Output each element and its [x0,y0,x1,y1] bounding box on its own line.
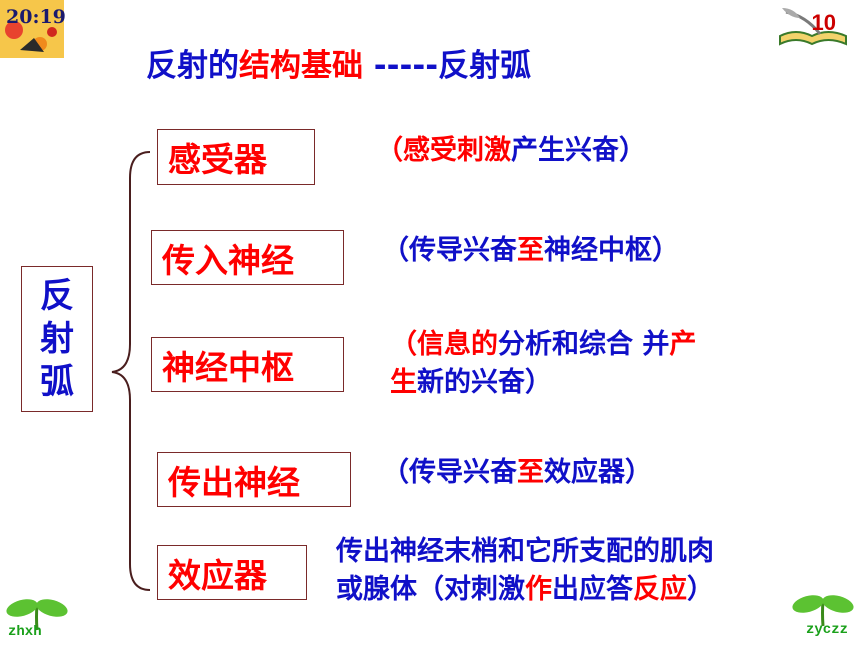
receptor-description: （感受刺激产生兴奋） [376,135,646,166]
effector-description: 传出神经末梢和它所支配的肌肉 或腺体（对刺激作出应答反应） [336,536,714,605]
page-number: 10 [811,10,836,35]
reflex-arc-label: 反 射 弧 [21,266,93,412]
curly-brace [111,151,151,591]
time-display: 20:19 [6,6,66,28]
right-logo: zyczz [806,622,849,638]
effector-box: 效应器 [157,545,307,600]
nerve-center-description: （信息的分析和综合 并产 生新的兴奋） [390,329,697,398]
afferent-nerve-description: （传导兴奋至神经中枢） [382,235,679,266]
book-quill-icon [779,8,847,46]
corner-clipart [0,0,64,58]
efferent-nerve-description: （传导兴奋至效应器） [382,457,652,488]
sprout-icon [792,595,854,626]
sprout-icon [6,599,68,630]
efferent-nerve-box: 传出神经 [157,452,351,507]
nerve-center-box: 神经中枢 [151,337,344,392]
receptor-box: 感受器 [157,129,315,185]
left-logo: zhxh [8,624,42,640]
slide-title: 反射的结构基础 -----反射弧 [146,48,532,84]
afferent-nerve-box: 传入神经 [151,230,344,285]
